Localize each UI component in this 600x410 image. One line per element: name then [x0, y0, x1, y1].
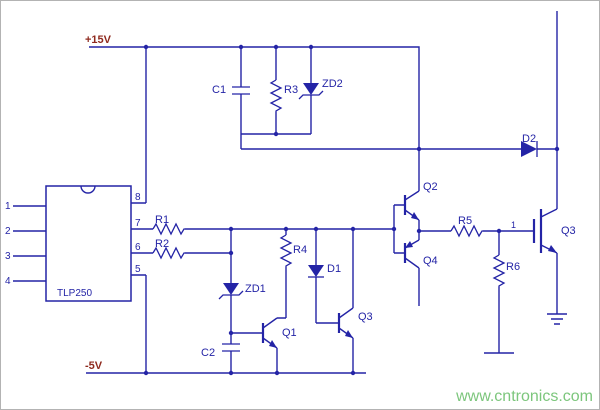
pin-label-2: 2 — [5, 226, 11, 237]
zener-bar — [218, 290, 244, 300]
transistor-legs — [404, 190, 420, 240]
zener-icon — [303, 83, 319, 95]
emitter-arrow-icon — [345, 330, 353, 338]
pin-label-6: 6 — [135, 242, 141, 253]
q2-label: Q2 — [423, 181, 438, 193]
resistor-r4: R4 — [280, 234, 307, 268]
capacitor-icon — [232, 86, 250, 95]
r6-label: R6 — [506, 261, 520, 273]
zener-zd1: ZD1 — [218, 283, 266, 300]
d2-label: D2 — [522, 133, 536, 145]
pin-label-4: 4 — [5, 276, 11, 287]
ic-notch — [80, 185, 96, 194]
diode-icon — [521, 141, 537, 157]
resistor-icon — [280, 234, 292, 268]
pin-label-1: 1 — [5, 201, 11, 212]
r2-label: R2 — [155, 238, 169, 250]
resistor-r6: R6 — [484, 254, 520, 354]
zd1-label: ZD1 — [245, 283, 266, 295]
resistor-r1: R1 — [152, 214, 186, 235]
transistor-legs — [404, 239, 420, 306]
resistor-icon — [270, 79, 282, 113]
junction-dots — [143, 44, 560, 376]
diode-d2: D2 — [521, 133, 538, 157]
pin-label-3: 3 — [5, 251, 11, 262]
q4-label: Q4 — [423, 255, 438, 267]
igbt-gate-pin-label: 1 — [511, 220, 516, 230]
resistor-icon — [493, 254, 505, 288]
ic-body — [45, 185, 132, 302]
q3-igbt-label: Q3 — [561, 225, 576, 237]
transistor-q3-driver: Q3 — [337, 229, 373, 373]
zd2-label: ZD2 — [322, 78, 343, 90]
r3-label: R3 — [284, 84, 298, 96]
capacitor-c2: C2 — [201, 343, 240, 359]
diode-icon — [308, 265, 324, 277]
q3-driver-label: Q3 — [358, 311, 373, 323]
transistor-q4: Q4 — [403, 239, 438, 306]
pin-label-8: 8 — [135, 192, 141, 203]
emitter-arrow-icon — [269, 340, 277, 348]
emitter-arrow-icon — [405, 241, 413, 248]
c2-label: C2 — [201, 347, 215, 359]
ground-symbol — [547, 313, 567, 325]
ic-tlp250: TLP250 1 2 3 4 8 7 6 5 — [5, 185, 141, 302]
ground-icon — [547, 313, 567, 325]
emitter-arrow-icon — [411, 212, 419, 220]
transistor-q1: Q1 — [261, 317, 297, 373]
diode-d1: D1 — [308, 263, 341, 278]
r1-label: R1 — [155, 214, 169, 226]
vcc-rail-label: +15V — [85, 34, 112, 46]
zener-icon — [223, 283, 239, 295]
resistor-r3: R3 — [270, 79, 298, 113]
resistor-icon — [450, 225, 484, 237]
transistor-legs — [338, 229, 354, 373]
pin-label-7: 7 — [135, 218, 141, 229]
igbt-legs — [540, 208, 558, 254]
zener-bar — [298, 90, 324, 100]
capacitor-c1: C1 — [212, 84, 250, 96]
emitter-arrow-icon — [548, 245, 557, 253]
r5-label: R5 — [458, 215, 472, 227]
watermark: www.cntronics.com — [455, 388, 593, 405]
igbt-q3: Q3 1 — [511, 208, 576, 254]
resistor-r5: R5 — [450, 215, 484, 237]
ic-label: TLP250 — [57, 288, 92, 299]
c1-label: C1 — [212, 84, 226, 96]
d1-label: D1 — [327, 263, 341, 275]
pin-label-5: 5 — [135, 264, 141, 275]
r4-label: R4 — [293, 244, 307, 256]
vee-rail-label: -5V — [85, 360, 103, 372]
capacitor-icon — [222, 343, 240, 352]
resistor-r2: R2 — [152, 238, 186, 259]
q1-label: Q1 — [282, 327, 297, 339]
zener-zd2: ZD2 — [298, 78, 343, 100]
wires — [13, 11, 558, 374]
